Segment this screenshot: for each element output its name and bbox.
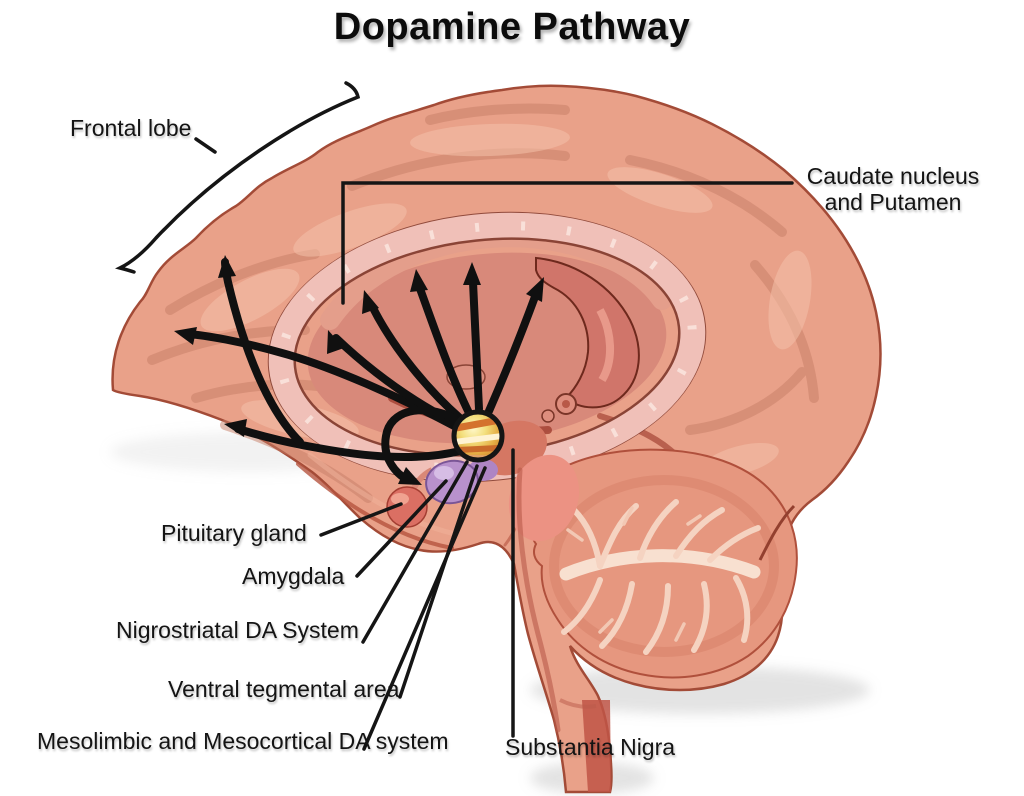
amygdala-leader [355, 479, 448, 578]
nigrostriatal-leader [361, 460, 469, 644]
frontal-lobe-tick [194, 137, 217, 154]
frontal-lobe-bracket [114, 81, 361, 274]
label-frontal-lobe: Frontal lobe [70, 115, 192, 141]
label-pituitary-gland: Pituitary gland [161, 520, 307, 546]
page-title: Dopamine Pathway [333, 6, 691, 48]
pituitary-gland-shape [386, 467, 434, 528]
mesolimbic-leader [362, 466, 487, 751]
label-mesolimbic: Mesolimbic and Mesocortical DA system [37, 728, 449, 754]
label-substantia-nigra: Substantia Nigra [505, 734, 676, 760]
arrow-heads [174, 255, 544, 485]
pituitary-leader [319, 502, 403, 537]
vta-leader [398, 464, 479, 699]
cerebellum [531, 448, 798, 679]
vta-circle [451, 409, 505, 463]
label-ventral-tegmental: Ventral tegmental area [168, 676, 400, 702]
label-nigrostriatal: Nigrostriatal DA System [116, 617, 359, 643]
caudate-leader [341, 181, 794, 305]
label-amygdala: Amygdala [242, 563, 345, 589]
label-caudate-putamen: Caudate nucleus and Putamen [806, 163, 980, 215]
leader-lines [114, 81, 794, 751]
dopamine-arrows [174, 255, 544, 485]
